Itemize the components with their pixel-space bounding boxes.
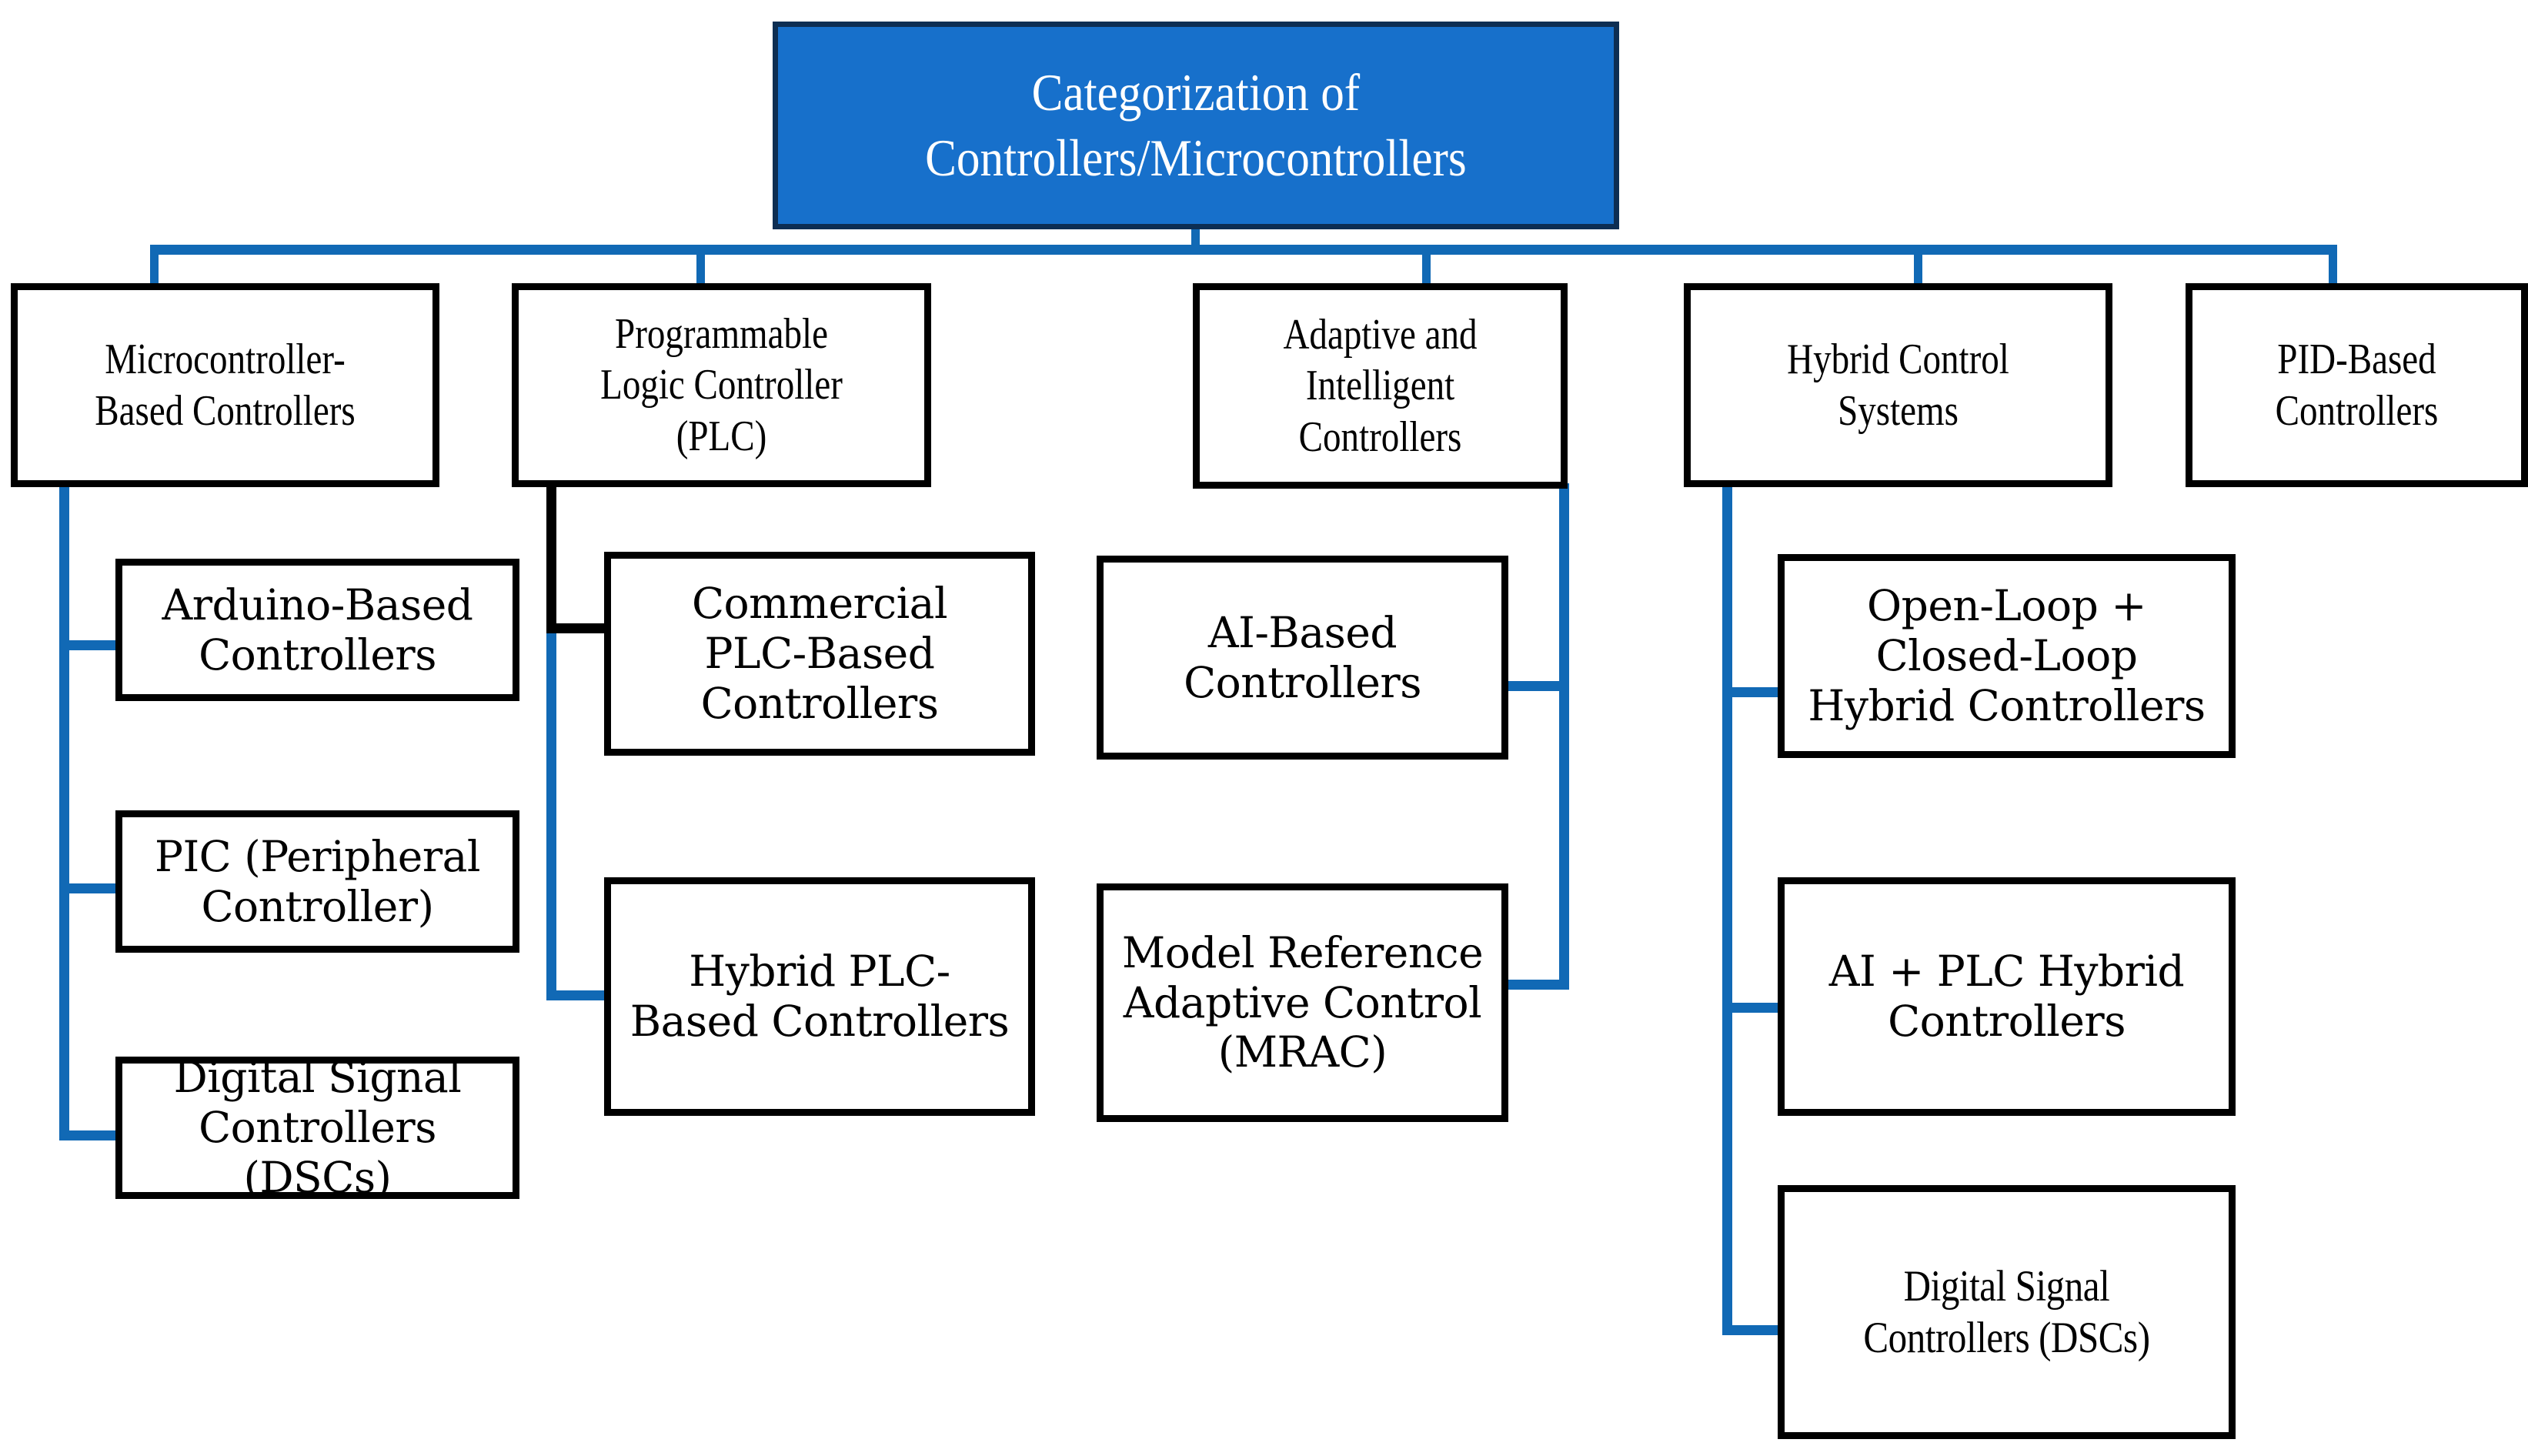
node-pid-based-controllers[interactable]: PID-Based Controllers <box>2186 283 2528 487</box>
node-label: Model Reference Adaptive Control (MRAC) <box>1121 927 1484 1077</box>
node-microcontroller-based-controllers[interactable]: Microcontroller- Based Controllers <box>11 283 439 487</box>
node-label: PIC (Peripheral Controller) <box>154 831 481 931</box>
node-hybrid-plc-based-controllers[interactable]: Hybrid PLC- Based Controllers <box>604 877 1035 1116</box>
title-box-label: Categorization of Controllers/Microcontr… <box>925 63 1467 187</box>
connector-plc-trunk-lower <box>546 633 556 1000</box>
connector-hybrid-branch-3 <box>1722 1325 1782 1335</box>
node-label: AI + PLC Hybrid Controllers <box>1828 947 2185 1046</box>
node-label: PID-Based Controllers <box>2275 336 2439 435</box>
node-model-reference-adaptive-control-mrac[interactable]: Model Reference Adaptive Control (MRAC) <box>1097 883 1508 1122</box>
node-label: Commercial PLC-Based Controllers <box>691 579 948 728</box>
connector-root-bus <box>150 245 2337 255</box>
node-open-loop-closed-loop-hybrid-controllers[interactable]: Open-Loop + Closed-Loop Hybrid Controlle… <box>1778 554 2236 758</box>
node-label: AI-Based Controllers <box>1184 607 1421 707</box>
connector-adaptive-trunk <box>1559 483 1569 990</box>
connector-microcontroller-branch-3 <box>59 1130 121 1140</box>
connector-drop-hybrid <box>1914 245 1922 287</box>
connector-microcontroller-branch-2 <box>59 883 121 893</box>
node-label: Open-Loop + Closed-Loop Hybrid Controlle… <box>1808 581 2206 730</box>
node-adaptive-and-intelligent-controllers[interactable]: Adaptive and Intelligent Controllers <box>1193 283 1568 489</box>
node-programmable-logic-controller[interactable]: Programmable Logic Controller (PLC) <box>512 283 931 487</box>
node-label: Microcontroller- Based Controllers <box>95 336 356 435</box>
node-label: Adaptive and Intelligent Controllers <box>1283 311 1478 461</box>
connector-plc-trunk-upper <box>546 481 556 633</box>
connector-microcontroller-branch-1 <box>59 640 121 650</box>
connector-microcontroller-trunk <box>59 481 69 1140</box>
connector-root-stem <box>1191 228 1200 249</box>
node-label: Hybrid Control Systems <box>1787 336 2009 435</box>
node-label: Programmable Logic Controller (PLC) <box>600 310 843 460</box>
node-label: Hybrid PLC- Based Controllers <box>629 947 1010 1046</box>
node-pic-peripheral-controller[interactable]: PIC (Peripheral Controller) <box>115 810 519 953</box>
node-commercial-plc-based-controllers[interactable]: Commercial PLC-Based Controllers <box>604 552 1035 756</box>
connector-hybrid-trunk <box>1722 481 1732 1335</box>
connector-plc-branch-2 <box>546 990 608 1000</box>
node-ai-based-controllers[interactable]: AI-Based Controllers <box>1097 556 1508 760</box>
node-digital-signal-controllers-dscs[interactable]: Digital Signal Controllers (DSCs) <box>115 1053 519 1202</box>
connector-hybrid-branch-1 <box>1722 687 1782 697</box>
node-ai-plc-hybrid-controllers[interactable]: AI + PLC Hybrid Controllers <box>1778 877 2236 1116</box>
connector-hybrid-branch-2 <box>1722 1003 1782 1013</box>
connector-drop-plc <box>696 245 705 287</box>
connector-drop-adaptive <box>1422 245 1431 287</box>
node-label: Digital Signal Controllers (DSCs) <box>173 1053 462 1202</box>
node-label: Digital Signal Controllers (DSCs) <box>1863 1261 2150 1362</box>
connector-drop-pid <box>2329 245 2337 287</box>
connector-adaptive-branch-2 <box>1503 980 1569 990</box>
connector-drop-microcontroller <box>150 245 159 287</box>
connector-plc-branch-1 <box>546 623 608 633</box>
title-box-categorization: Categorization of Controllers/Microcontr… <box>773 22 1619 229</box>
node-arduino-based-controllers[interactable]: Arduino-Based Controllers <box>115 559 519 701</box>
node-digital-signal-controllers-dscs-hybrid[interactable]: Digital Signal Controllers (DSCs) <box>1778 1185 2236 1439</box>
node-label: Arduino-Based Controllers <box>162 579 473 680</box>
connector-adaptive-branch-1 <box>1503 681 1569 691</box>
node-hybrid-control-systems[interactable]: Hybrid Control Systems <box>1684 283 2112 487</box>
